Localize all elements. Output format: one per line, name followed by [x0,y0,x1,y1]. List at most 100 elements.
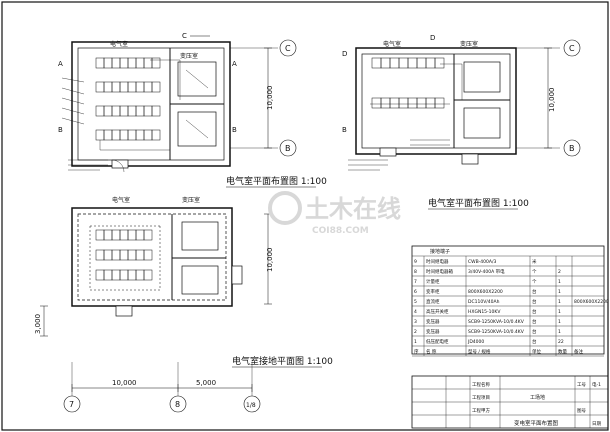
cabinet [398,97,409,109]
cabinet [434,97,445,109]
cabinet [389,97,400,109]
cabinet [95,249,105,261]
cabinet [111,81,121,93]
cabinet [425,97,436,109]
legend-cell: 变压器 [426,318,440,325]
cabinet [151,57,161,69]
cabinet [371,97,382,109]
cabinet [143,105,153,117]
legend-cell: 1 [558,299,561,305]
legend-cell: 2 [558,269,561,275]
plan-3-dim-10000-h: 10,000 [112,379,137,387]
cabinet [151,81,161,93]
cabinet [389,57,400,69]
cabinet [135,269,145,281]
cabinet [95,81,105,93]
cabinet [95,269,105,281]
plan-2-inner-wall [361,53,511,149]
title-block-sheet-value: 电-1 [592,381,601,388]
cabinet [119,81,129,93]
legend-cell: 1 [558,319,561,325]
plan-1-dim-10000: 10,000 [266,86,274,111]
legend-cell: 5 [414,299,417,305]
plan-2-cabinets [371,57,445,109]
cabinet [143,229,153,241]
title-block-project: 工程名称 [472,381,490,388]
plan-2-door [379,147,397,157]
plan-2-transformer-1 [463,61,501,93]
cabinet [416,97,427,109]
legend-cell: 台 [532,298,537,305]
legend-cell: 台 [532,288,537,295]
cabinet [127,229,137,241]
plan-2: D D B 电气室 变压室 10,000 C B 电气室平面布置图 1:100 [342,34,581,210]
cabinet [398,57,409,69]
cabinet [111,269,121,281]
plan-2-transformer-2 [463,107,501,139]
plan-2-dim-10000: 10,000 [548,88,556,113]
cabinet [380,97,391,109]
legend-header-cell: 数量 [558,348,567,355]
plan-3-title: 电气室接地平面图 1:100 [232,355,333,367]
title-block: 工程名称 工程项目 工程甲方 工场地 变电室平面布置图 工号 图号 电-1 日期 [411,375,609,429]
legend-cell: 8 [414,269,417,275]
legend-cell: 计量柜 [426,278,440,285]
legend-cell: 6 [414,289,417,295]
plan-3-axis-1-8: 1/8 [246,402,256,409]
legend-cell: JD4000 [467,339,484,345]
plan-3-outer-wall [71,207,233,307]
plan-1-title: 电气室平面布置图 1:100 [226,175,327,187]
cabinet [143,129,153,141]
plan-2-elec-room-label: 电气室 [383,40,401,48]
plan-3-door [115,305,133,317]
watermark-en: COI88.COM [312,226,369,236]
plan-2-axis-b: B [569,144,575,153]
cabinet [380,57,391,69]
plan-3-ground-ring [77,213,227,301]
legend-cell: 3 [414,319,417,325]
legend-cell: 个 [532,269,537,275]
cabinet [111,57,121,69]
cabinet [143,81,153,93]
cabinet [407,57,418,69]
cabinet [95,57,105,69]
title-block-sheet-label: 图号 [577,408,586,414]
legend-cell: DC110V/40Ah [468,299,500,305]
cabinet [103,269,113,281]
legend-cell: 变压器 [426,328,440,335]
legend-cell: 时间继电器箱 [426,268,453,275]
cabinet [127,57,137,69]
legend-cell: 800X600X2200 [574,299,609,305]
cabinet [143,57,153,69]
title-block-drawing-title: 变电室平面布置图 [514,419,559,427]
cabinet [135,229,145,241]
plan-1-section-a-right: A [232,60,237,68]
title-block-date-label: 日期 [592,421,601,427]
plan-1-transformer-2 [177,111,217,147]
legend-cell: 时间继电器 [426,258,449,265]
plan-1-transformer-1 [177,61,217,97]
plan-1-trans-room-label: 变压室 [180,52,198,60]
legend-cell: 3/40V-400A 带电 [468,268,505,275]
legend-cell: 个 [532,279,537,285]
plan-1-axis-b-bubble [279,139,297,157]
cabinet [103,249,113,261]
cabinet [111,105,121,117]
cabinet [151,105,161,117]
cabinet [135,129,145,141]
legend-cell: 22 [558,339,564,345]
cabinet [103,129,113,141]
cabinet [135,81,145,93]
legend-title: 接地端子 [430,248,450,255]
plan-1-door [111,159,129,169]
plan-2-outer-wall [355,47,517,155]
cabinet [111,129,121,141]
plan-1-section-b-right: B [232,126,237,134]
plan-1-section-a-left: A [58,60,63,68]
cabinet [135,57,145,69]
plan-1-axis-c: C [285,44,291,53]
plan-3-dim-3000: 3,000 [34,314,42,334]
legend-cell: 台 [532,328,537,335]
cabinet [135,249,145,261]
